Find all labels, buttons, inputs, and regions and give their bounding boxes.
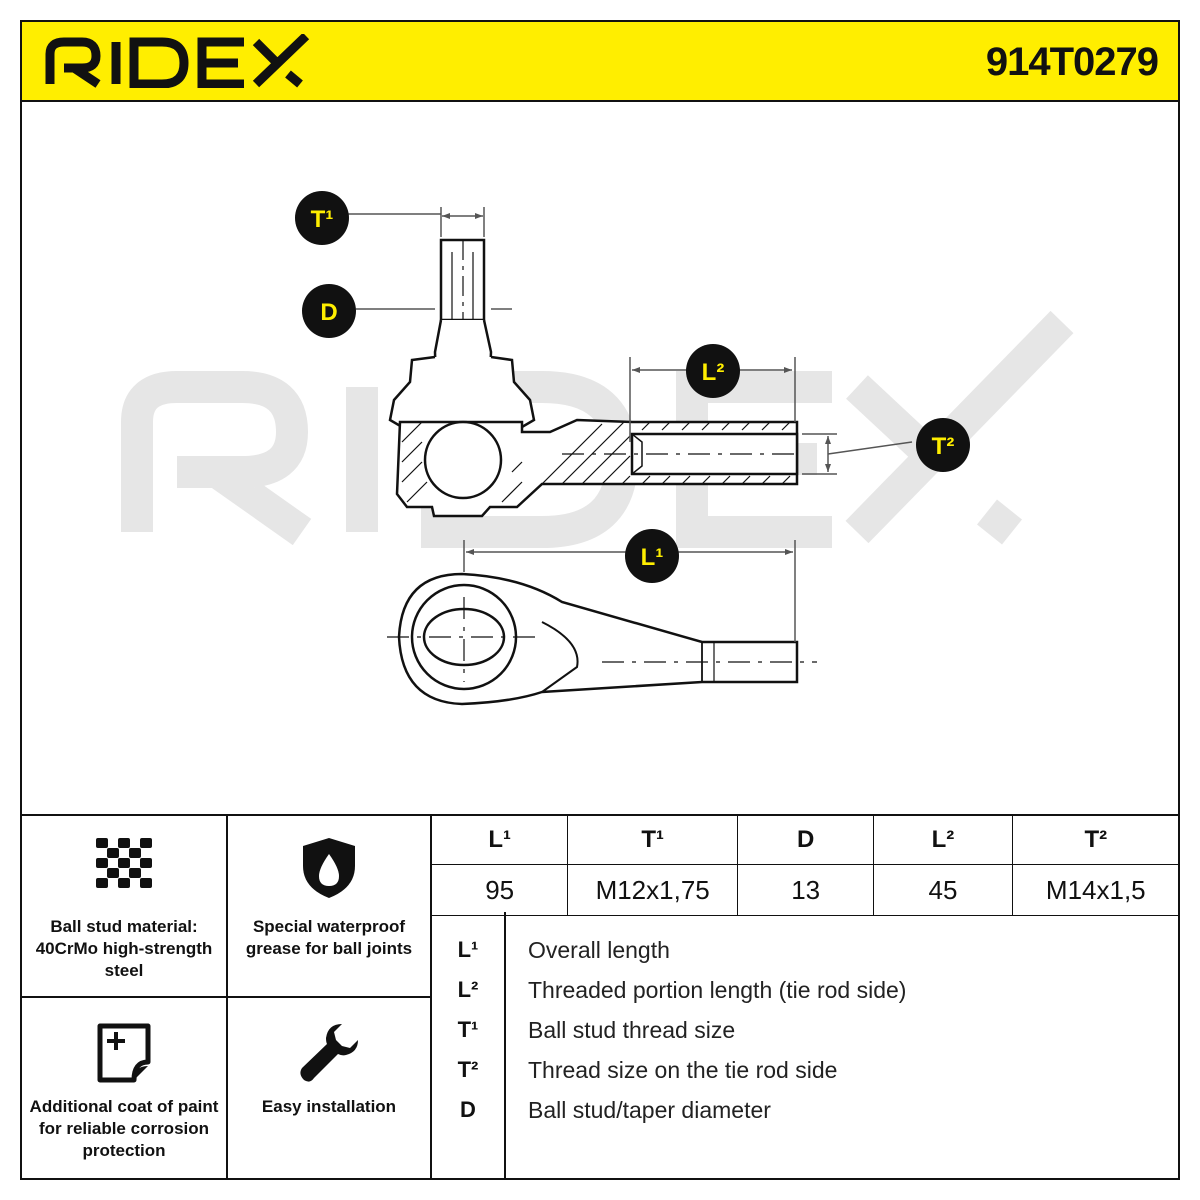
spec-value-t2: M14x1,5 [1011,864,1179,916]
spec-header-l2: L² [873,816,1013,865]
legend-row: T¹ Ball stud thread size [432,1010,1178,1050]
spec-value-l2: 45 [873,864,1013,916]
header-bar: 914T0279 [22,22,1178,102]
callout-d: D [302,284,356,338]
legend: L¹ Overall length L² Threaded portion le… [432,912,1178,1180]
side-section-view [388,238,802,518]
spec-panel: L¹ T¹ D L² T² 95 M12x1,75 13 45 M14x1,5 [432,816,1179,1180]
spec-header-t2: T² [1011,816,1179,865]
spec-value-row: 95 M12x1,75 13 45 M14x1,5 [432,864,1179,916]
legend-description: Ball stud thread size [528,1017,736,1043]
feature-paint-label: Additional coat of paint for reliable co… [29,1097,219,1160]
legend-symbol: L² [457,977,479,1002]
legend-row: L¹ Overall length [432,930,1178,970]
svg-text:D: D [320,299,337,326]
svg-text:L¹: L¹ [641,544,664,571]
spec-header-l1: L¹ [432,816,569,865]
product-sheet: 914T0279 [20,20,1180,1180]
svg-text:T²: T² [932,433,955,460]
legend-symbol: D [460,1097,476,1122]
technical-drawing: T¹ D L² T² L¹ [22,102,1178,814]
spec-value-d: 13 [736,864,875,916]
spec-table: L¹ T¹ D L² T² 95 M12x1,75 13 45 M14x1,5 [432,816,1179,916]
feature-grease: Special waterproof grease for ball joint… [228,816,432,998]
brand-logo [44,32,314,93]
feature-material-label: Ball stud material: 40CrMo high-strength… [35,917,213,980]
spec-header-row: L¹ T¹ D L² T² [432,816,1179,865]
legend-symbol: T¹ [457,1017,479,1042]
callout-t2: T² [916,418,970,472]
feature-grease-label: Special waterproof grease for ball joint… [245,917,413,958]
callout-t1: T¹ [295,191,349,245]
legend-description: Thread size on the tie rod side [528,1057,838,1083]
wrench-icon [298,1022,360,1089]
spec-header-d: D [736,816,875,865]
spec-header-t1: T¹ [567,816,738,865]
legend-symbol: T² [457,1057,479,1082]
callout-l1: L¹ [625,529,679,583]
legend-description: Ball stud/taper diameter [528,1097,771,1123]
legend-symbol: L¹ [457,937,479,962]
chain-mesh-icon [94,836,154,897]
water-drop-shield-icon [299,836,359,905]
feature-material: Ball stud material: 40CrMo high-strength… [22,816,228,998]
spec-value-l1: 95 [432,864,569,916]
svg-text:T¹: T¹ [311,206,334,233]
feature-paint: Additional coat of paint for reliable co… [22,998,228,1180]
legend-row: L² Threaded portion length (tie rod side… [432,970,1178,1010]
legend-description: Overall length [528,937,670,963]
feature-installation-label: Easy installation [261,1097,397,1116]
svg-text:L²: L² [702,359,725,386]
feature-installation: Easy installation [228,998,432,1180]
part-number: 914T0279 [985,40,1159,84]
spec-value-t1: M12x1,75 [567,864,738,916]
legend-symbol-column [432,912,506,1180]
legend-row: D Ball stud/taper diameter [432,1090,1178,1130]
legend-description: Threaded portion length (tie rod side) [528,977,907,1003]
top-plan-view [387,572,817,706]
paint-coat-icon [94,1022,154,1089]
callout-l2: L² [686,344,740,398]
legend-row: T² Thread size on the tie rod side [432,1050,1178,1090]
info-section: Ball stud material: 40CrMo high-strength… [22,814,1179,1180]
